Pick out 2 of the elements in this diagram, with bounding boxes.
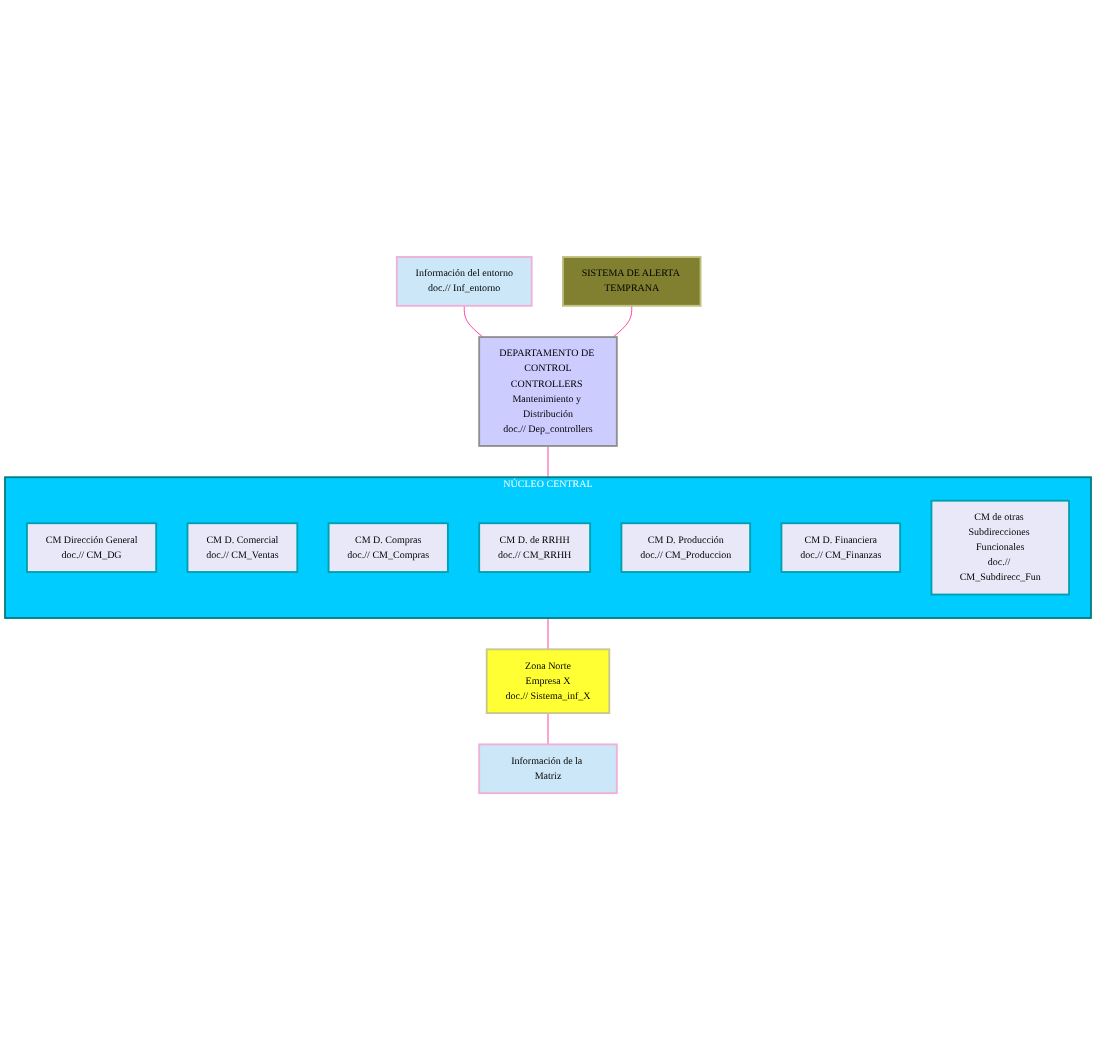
connector	[463, 305, 484, 338]
connector	[612, 305, 633, 338]
